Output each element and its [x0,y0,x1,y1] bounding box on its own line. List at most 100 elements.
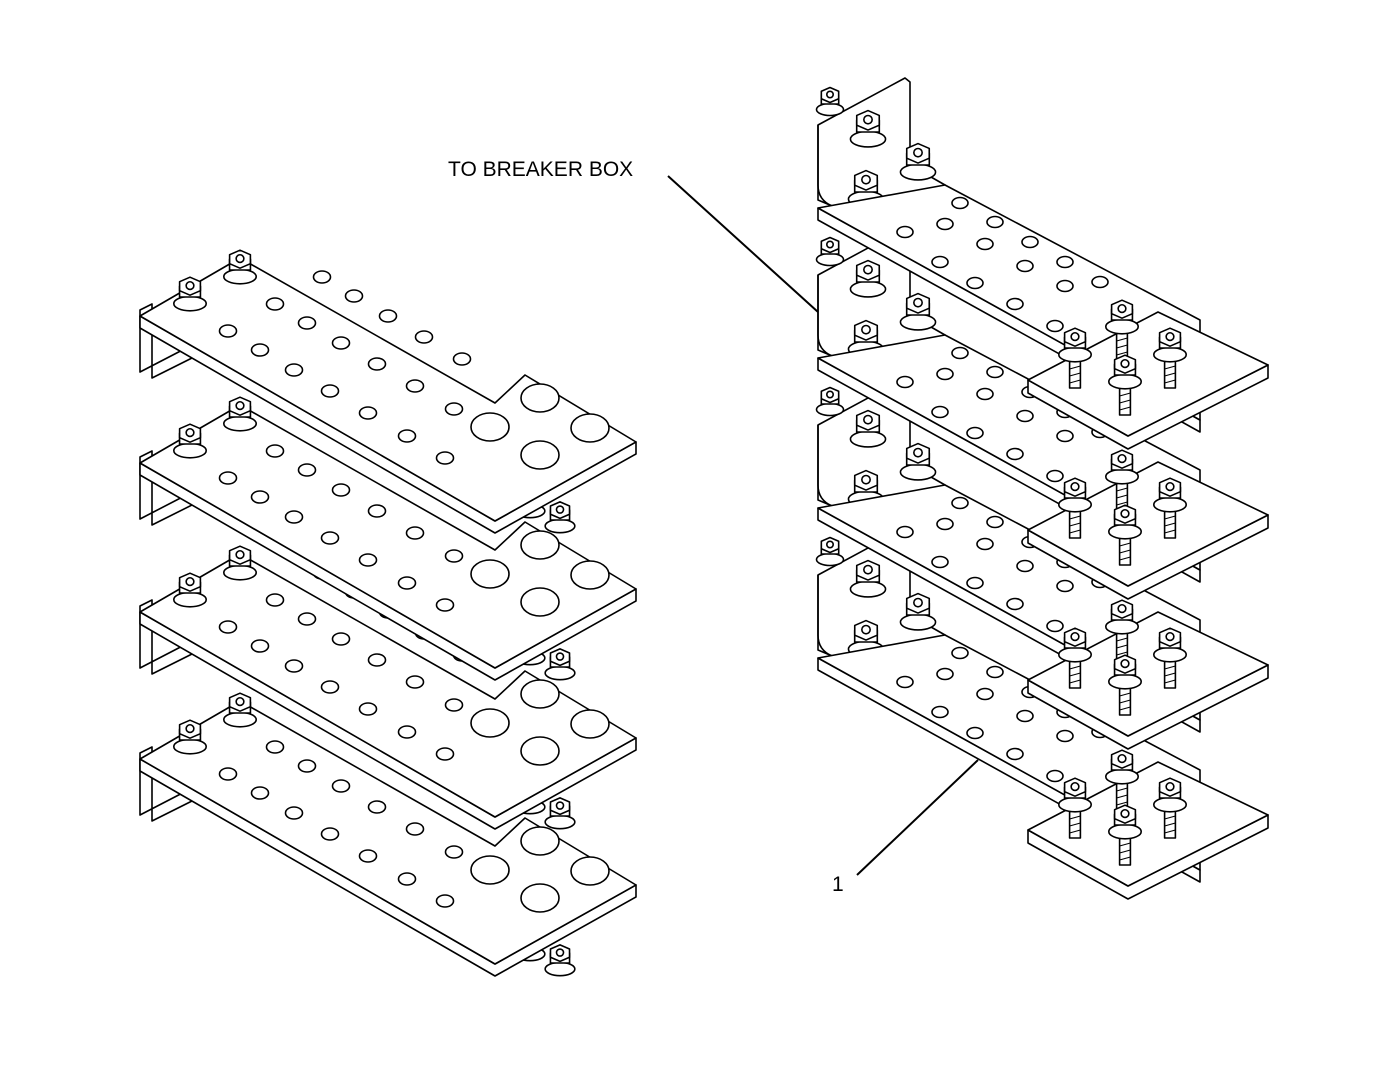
thread-line [1069,665,1081,670]
leader-line-breaker-box [667,175,819,313]
bolt-tip [185,576,195,587]
bolt-tip [1165,631,1175,642]
small-hole [320,680,340,694]
bracket-bolt [849,259,887,298]
terminal-hole [570,413,610,443]
callout-item-1: 1 [832,873,844,896]
thread-line [1119,392,1131,397]
small-hole [951,646,969,660]
bolt-tip [185,723,195,734]
bracket-bolt [899,592,937,631]
bolt-tip [863,414,873,425]
terminal-hole [520,736,560,766]
thread-line [1116,801,1128,806]
top-bolt [173,719,208,755]
small-hole [931,255,949,269]
washer [173,442,208,459]
small-hole [1006,297,1024,311]
side-bolt [815,536,845,567]
small-hole [397,872,417,886]
small-hole [250,343,270,357]
thread-line [1069,379,1081,384]
thread-line [1069,822,1081,827]
small-hole [936,517,954,531]
thread-line [1119,692,1131,697]
thread-line [1164,829,1176,834]
small-hole [405,379,425,393]
bolt-tip [825,390,834,399]
thread-line [1116,644,1128,649]
side-bolt [815,236,845,267]
washer [173,738,208,755]
washer [1153,496,1188,513]
pad-top [1027,311,1269,437]
bolt-tip [825,240,834,249]
thread-line [1164,379,1176,384]
thread-line [1069,829,1081,834]
small-hole [976,537,994,551]
small-hole [367,504,387,518]
thread-line [1119,849,1131,854]
small-hole [986,665,1004,679]
washer [1105,468,1140,485]
pad-top [1027,761,1269,887]
bracket-bolt [849,409,887,448]
small-hole [951,496,969,510]
leader-line-item-1 [856,759,979,876]
small-hole [331,632,351,646]
terminal-stud [1058,327,1093,389]
small-hole [986,515,1004,529]
washer [899,313,937,331]
bolt-tip [1120,508,1130,519]
bracket-bend [817,575,833,657]
thread-line [1164,679,1176,684]
small-hole [265,297,285,311]
thread-line [1116,501,1128,506]
under-bolt [544,501,576,534]
small-hole [414,330,434,344]
terminal-hole [520,679,560,709]
bolt-tip [1070,481,1080,492]
small-hole [250,786,270,800]
small-hole [1006,747,1024,761]
washer [544,518,576,534]
terminal-hole [520,826,560,856]
bracket-bend [817,275,833,357]
small-hole [405,526,425,540]
small-hole [435,598,455,612]
right-bus-plate-3 [815,377,1269,750]
terminal-stud [1058,627,1093,689]
bolt-tip [861,624,871,635]
top-bolt [173,572,208,608]
top-bolt [173,276,208,312]
terminal-stud [1153,477,1188,539]
small-hole [284,806,304,820]
thread-line [1119,842,1131,847]
thread-line [1069,365,1081,370]
bolt-tip [1117,753,1127,764]
washer [1058,796,1093,813]
bolt-tip [913,297,923,308]
small-hole [320,531,340,545]
small-hole [297,316,317,330]
thread-line [1164,665,1176,670]
terminal-stud [1108,804,1143,866]
small-hole [218,324,238,338]
bolt-tip [861,174,871,185]
bracket-bolt [899,292,937,331]
under-bolt [544,648,576,681]
small-hole [284,659,304,673]
washer [544,665,576,681]
bracket-bolt [899,142,937,181]
washer [1108,673,1143,690]
bolt-tip [555,652,565,661]
small-hole [966,276,984,290]
bolt-tip [1117,303,1127,314]
small-hole [367,653,387,667]
bolt-tip [1070,631,1080,642]
small-hole [358,702,378,716]
bolt-tip [861,474,871,485]
terminal-hole [470,412,510,442]
small-hole [976,237,994,251]
